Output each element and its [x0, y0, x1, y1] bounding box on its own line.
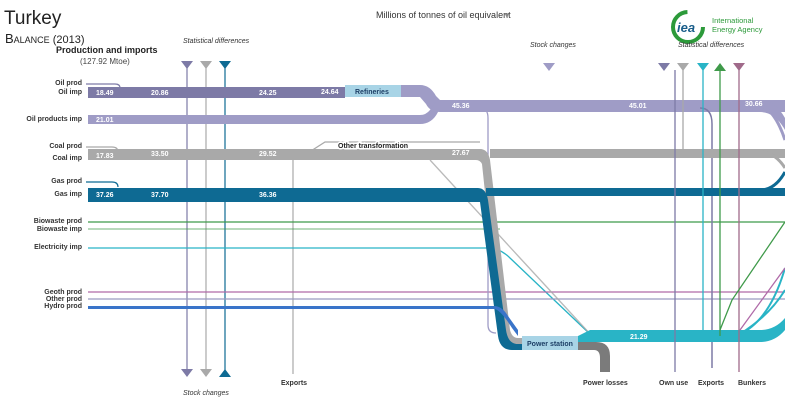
- source-gas-imp[interactable]: Gas imp: [54, 191, 82, 198]
- iea-logo-line1: International: [712, 16, 754, 25]
- power-station-label: Power station: [527, 341, 573, 348]
- production-title: Production and imports: [56, 45, 158, 55]
- output-exports[interactable]: Exports: [698, 380, 725, 387]
- coal-final-split: [759, 150, 785, 169]
- chevron-down-icon[interactable]: ▼: [503, 11, 511, 20]
- value-oil-final: 30.66: [745, 101, 763, 108]
- balance-word: Balance: [5, 31, 50, 46]
- oil-products-imp-band: [88, 102, 438, 124]
- oil-stock-triangle[interactable]: [181, 369, 193, 377]
- output-power-losses[interactable]: Power losses: [583, 380, 628, 387]
- value-oil-products-imp: 21.01: [96, 117, 114, 124]
- value-gas-total-1: 37.70: [151, 192, 169, 199]
- electricity-final-b: [739, 289, 785, 335]
- value-coal-total-3: 27.67: [452, 150, 470, 157]
- units-selector[interactable]: Millions of tonnes of oil equivalent: [376, 10, 511, 20]
- refinery-output-band: [401, 85, 785, 112]
- source-stubs: [86, 83, 121, 188]
- balance-subtitle: Balance (2013): [5, 31, 85, 46]
- coal-through-band: [490, 149, 785, 158]
- value-oil-imp: 18.49: [96, 90, 114, 97]
- iea-mark: iea: [677, 20, 695, 35]
- power-station-box[interactable]: [522, 336, 578, 350]
- source-other-prod[interactable]: Other prod: [45, 296, 82, 303]
- statistical-differences-left-label: Statistical differences: [183, 38, 250, 45]
- output-exports-mid[interactable]: Exports: [281, 380, 308, 387]
- gas-flows: [88, 171, 785, 350]
- flow-value-labels: 18.49 20.86 24.25 24.64 45.36 45.01 30.6…: [96, 89, 763, 341]
- right-vertical-lines: [674, 70, 785, 372]
- iea-logo: iea International Energy Agency: [670, 8, 780, 48]
- source-coal-imp[interactable]: Coal imp: [52, 155, 82, 162]
- value-oil-to-refineries: 24.64: [321, 89, 339, 96]
- oil-final-split-2: [759, 103, 785, 141]
- source-biowaste-imp[interactable]: Biowaste imp: [36, 226, 82, 233]
- gas-imp-band: [88, 188, 522, 350]
- source-oil-products-imp[interactable]: Oil products imp: [26, 116, 82, 123]
- value-gas-imp: 37.26: [96, 192, 114, 199]
- balance-year: (2013): [52, 34, 85, 46]
- refineries-box[interactable]: [345, 85, 401, 97]
- oil-imp-band: [88, 87, 345, 98]
- power-losses-band: [578, 342, 610, 372]
- source-hydro-prod[interactable]: Hydro prod: [44, 303, 82, 310]
- coal-stat-diff-triangle[interactable]: [200, 61, 212, 69]
- coal-stat-triangle[interactable]: [677, 63, 689, 71]
- value-oil-total-2: 24.25: [259, 90, 277, 97]
- value-coal-total-2: 29.52: [259, 151, 277, 158]
- biowaste-stat-triangle[interactable]: [714, 63, 726, 71]
- hydro-band: [88, 306, 518, 336]
- value-oil-total-1: 20.86: [151, 90, 169, 97]
- value-gas-total-2: 36.36: [259, 192, 277, 199]
- source-geoth-prod[interactable]: Geoth prod: [44, 289, 82, 296]
- value-refinery-out: 45.36: [452, 103, 470, 110]
- gas-through-band: [486, 188, 785, 196]
- oil-stat-diff-triangle[interactable]: [181, 61, 193, 69]
- source-biowaste-prod[interactable]: Biowaste prod: [33, 218, 82, 225]
- gas-prod-stub: [86, 181, 119, 188]
- bio-right-line: [719, 221, 785, 331]
- gas-final-split: [759, 171, 785, 192]
- iea-logo-icon: iea: [671, 10, 705, 44]
- refineries-label: Refineries: [355, 89, 389, 96]
- left-vertical-lines: [186, 66, 294, 374]
- value-oil-products-right: 45.01: [629, 103, 647, 110]
- source-oil-prod[interactable]: Oil prod: [55, 80, 82, 87]
- iea-logo-line2: Energy Agency: [712, 25, 763, 34]
- own-use-triangle[interactable]: [658, 63, 670, 71]
- value-coal-imp: 17.83: [96, 153, 114, 160]
- source-electricity-imp[interactable]: Electricity imp: [34, 244, 82, 251]
- output-bunkers[interactable]: Bunkers: [738, 380, 767, 387]
- power-output-band: [578, 318, 785, 342]
- electricity-stat-triangle[interactable]: [697, 63, 709, 71]
- coal-stock-triangle[interactable]: [200, 369, 212, 377]
- source-coal-prod[interactable]: Coal prod: [49, 143, 82, 150]
- production-total: (127.92 Mtoe): [80, 57, 130, 66]
- coal-flows: [88, 149, 785, 344]
- markers: [181, 61, 745, 377]
- coal-imp-band: [88, 149, 522, 344]
- gas-stock-triangle[interactable]: [219, 369, 231, 377]
- oil-products-stock-triangle[interactable]: [543, 63, 555, 71]
- oil-flows: [88, 85, 785, 368]
- oil-own-use-line: [699, 107, 713, 368]
- other-transformation-label: Other transformation: [338, 143, 408, 150]
- stock-changes-bottom-label: Stock changes: [183, 390, 229, 397]
- value-power-out: 21.29: [630, 334, 648, 341]
- bunkers-stat-triangle[interactable]: [733, 63, 745, 71]
- country-title: Turkey: [4, 8, 62, 29]
- geoth-right-line: [739, 267, 785, 331]
- statistical-differences-right-label: Statistical differences: [678, 42, 745, 49]
- thin-flows: [88, 107, 785, 337]
- source-oil-imp[interactable]: Oil imp: [58, 89, 82, 96]
- output-own-use[interactable]: Own use: [659, 380, 689, 387]
- value-coal-total-1: 33.50: [151, 151, 169, 158]
- gas-stat-diff-triangle[interactable]: [219, 61, 231, 69]
- stock-changes-top-label: Stock changes: [530, 42, 576, 49]
- source-gas-prod[interactable]: Gas prod: [51, 178, 82, 185]
